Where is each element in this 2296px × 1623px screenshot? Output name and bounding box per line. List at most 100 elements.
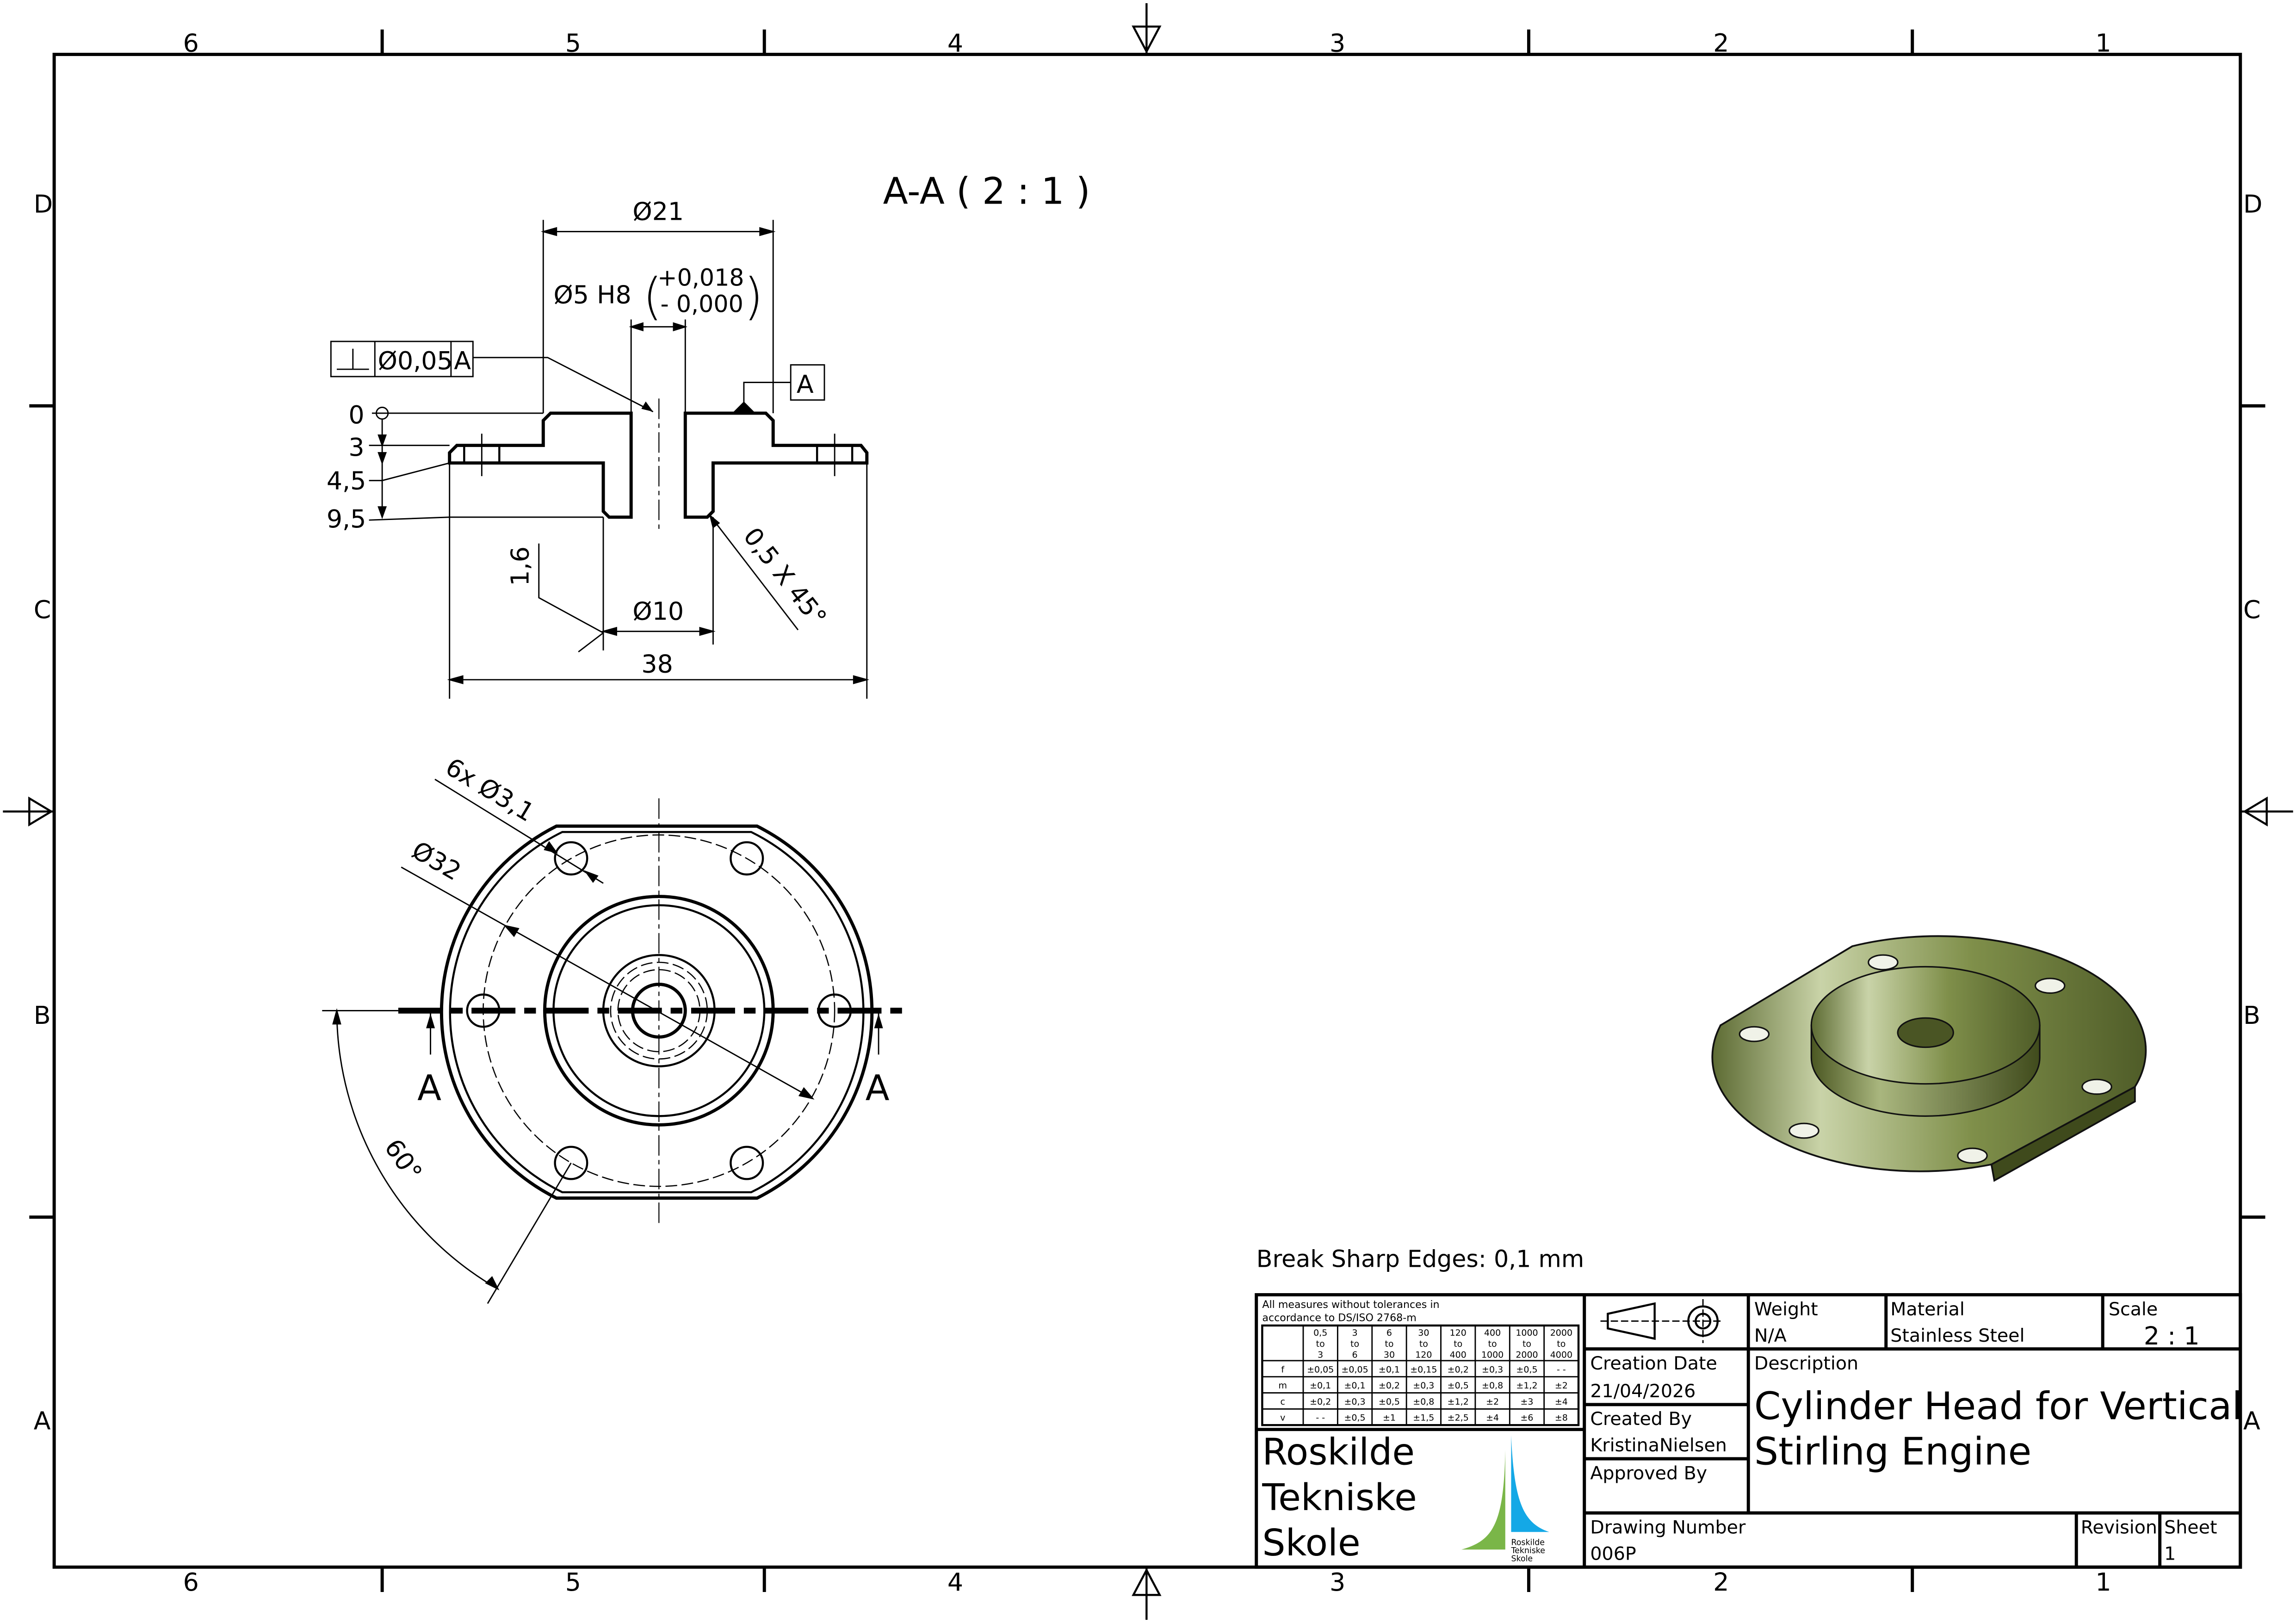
fcf-datum: A (454, 346, 471, 375)
table-header-range: 400 (1484, 1328, 1501, 1338)
table-header-range: 0,5 (1313, 1328, 1327, 1338)
logo-text-1: Roskilde (1511, 1538, 1544, 1548)
fcf-tolerance: Ø0,05 (378, 346, 453, 375)
creation-date-label: Creation Date (1590, 1353, 1717, 1374)
table-row-class: c (1280, 1397, 1285, 1407)
bolt-holes (466, 841, 852, 1180)
zone-bottom-1: 1 (2095, 1567, 2111, 1597)
table-header-range: to (1488, 1339, 1497, 1349)
dimension-38-label: 38 (641, 649, 673, 678)
section-view-title: A-A ( 2 : 1 ) (883, 170, 1090, 212)
table-header-range: 120 (1415, 1350, 1432, 1360)
creation-date-value: 21/04/2026 (1590, 1381, 1696, 1402)
table-cell: ±0,5 (1344, 1413, 1366, 1423)
table-header-range: 2000 (1550, 1328, 1572, 1338)
description-label: Description (1754, 1353, 1858, 1374)
drawing-number-value: 006P (1590, 1543, 1636, 1564)
section-label-right: A (866, 1067, 890, 1109)
table-cell: ±0,3 (1413, 1381, 1434, 1391)
zone-top-5: 5 (565, 28, 581, 57)
table-cell: ±6 (1520, 1413, 1533, 1423)
centering-marks (3, 3, 2293, 1620)
table-header-range: to (1385, 1339, 1393, 1349)
table-header-range: 3 (1352, 1328, 1358, 1338)
table-header-range: to (1419, 1339, 1428, 1349)
table-cell: ±2 (1555, 1381, 1568, 1391)
section-label-left: A (417, 1067, 441, 1109)
table-cell: ±4 (1555, 1397, 1568, 1407)
section-profile (448, 398, 869, 533)
sheet-label: Sheet (2164, 1517, 2217, 1538)
revision-label: Revision (2081, 1517, 2157, 1538)
section-line-a-a[interactable]: A A (398, 1008, 911, 1109)
weight-label: Weight (1754, 1299, 1818, 1320)
sheet-value: 1 (2164, 1543, 2176, 1564)
table-header-range: 400 (1450, 1350, 1467, 1360)
dimension-angle-label: 60° (379, 1134, 428, 1186)
dimension-d10 (600, 517, 716, 650)
table-cell: ±0,1 (1310, 1381, 1331, 1391)
scale-value: 2 : 1 (2144, 1321, 2200, 1350)
zone-top-2: 2 (1713, 28, 1729, 57)
ordinate-4-5: 4,5 (327, 466, 366, 496)
zone-left-d: D (34, 189, 53, 218)
zone-right-d: D (2243, 189, 2262, 218)
table-header-range: to (1522, 1339, 1531, 1349)
chamfer-leader (709, 514, 799, 631)
dimension-d32 (401, 867, 815, 1100)
holes-leader (434, 779, 604, 884)
surface-roughness-symbol (538, 543, 604, 653)
holes-callout: 6x Ø3,1 (440, 752, 539, 828)
section-view[interactable]: A-A ( 2 : 1 ) Ø21 Ø5 H8 ( ) +0,018 - 0,0… (327, 170, 1090, 699)
zone-top-6: 6 (183, 28, 199, 57)
material-label: Material (1890, 1299, 1965, 1320)
school-name-line-3: Skole (1262, 1522, 1360, 1564)
isometric-view[interactable] (1711, 935, 2147, 1182)
dimension-d21 (540, 220, 776, 414)
iso-bolt-holes (1739, 954, 2112, 1164)
zone-bottom-2: 2 (1713, 1567, 1729, 1597)
table-row-class: m (1278, 1381, 1287, 1391)
material-value: Stainless Steel (1890, 1325, 2024, 1346)
zone-left-a: A (34, 1406, 51, 1436)
logo-text-2: Tekniske (1510, 1546, 1545, 1555)
table-row-class: f (1281, 1364, 1285, 1375)
table-cell: ±0,15 (1410, 1364, 1437, 1375)
ordinate-0: 0 (348, 400, 364, 429)
dimension-d5-label: Ø5 H8 (553, 280, 631, 310)
approved-by-label: Approved By (1590, 1462, 1707, 1484)
ordinate-3: 3 (348, 433, 364, 462)
plan-view[interactable]: A A 6x Ø3,1 Ø32 60° (322, 752, 911, 1304)
feature-control-frame: Ø0,05 A (330, 341, 654, 413)
tolerance-bracket-close: ) (744, 268, 763, 326)
description-line-2: Stirling Engine (1754, 1430, 2031, 1474)
tolerance-upper: +0,018 (657, 264, 744, 291)
tolerance-bracket-open: ( (643, 268, 662, 326)
table-cell: ±0,05 (1307, 1364, 1334, 1375)
table-header-range: 6 (1352, 1350, 1358, 1360)
drawing-number-label: Drawing Number (1590, 1517, 1746, 1538)
table-cell: ±0,3 (1482, 1364, 1503, 1375)
table-cell: ±2 (1486, 1397, 1499, 1407)
table-cell: ±0,8 (1482, 1381, 1503, 1391)
zone-labels: 6 5 4 3 2 1 6 5 4 3 2 1 D C B A D C B A (34, 28, 2263, 1597)
table-header-range: 2000 (1516, 1350, 1538, 1360)
table-header-range: to (1316, 1339, 1325, 1349)
roughness-value: 1,6 (506, 546, 535, 586)
table-header-range: 120 (1450, 1328, 1467, 1338)
table-header-range: 6 (1386, 1328, 1392, 1338)
table-cell: ±1,2 (1516, 1381, 1537, 1391)
table-cell: ±0,2 (1448, 1364, 1469, 1375)
logo-text-3: Skole (1511, 1555, 1533, 1564)
table-header-range: 3 (1318, 1350, 1323, 1360)
table-cell: ±0,05 (1341, 1364, 1368, 1375)
table-cell: ±0,1 (1379, 1364, 1400, 1375)
dimension-38 (447, 463, 870, 699)
chamfer-label: 0,5 X 45° (738, 522, 833, 632)
title-block: All measures without tolerances in accor… (1255, 1293, 2242, 1569)
table-cell: ±1 (1383, 1413, 1396, 1423)
table-cell: ±1,2 (1448, 1397, 1469, 1407)
created-by-label: Created By (1590, 1408, 1692, 1430)
table-cell: ±8 (1555, 1413, 1568, 1423)
